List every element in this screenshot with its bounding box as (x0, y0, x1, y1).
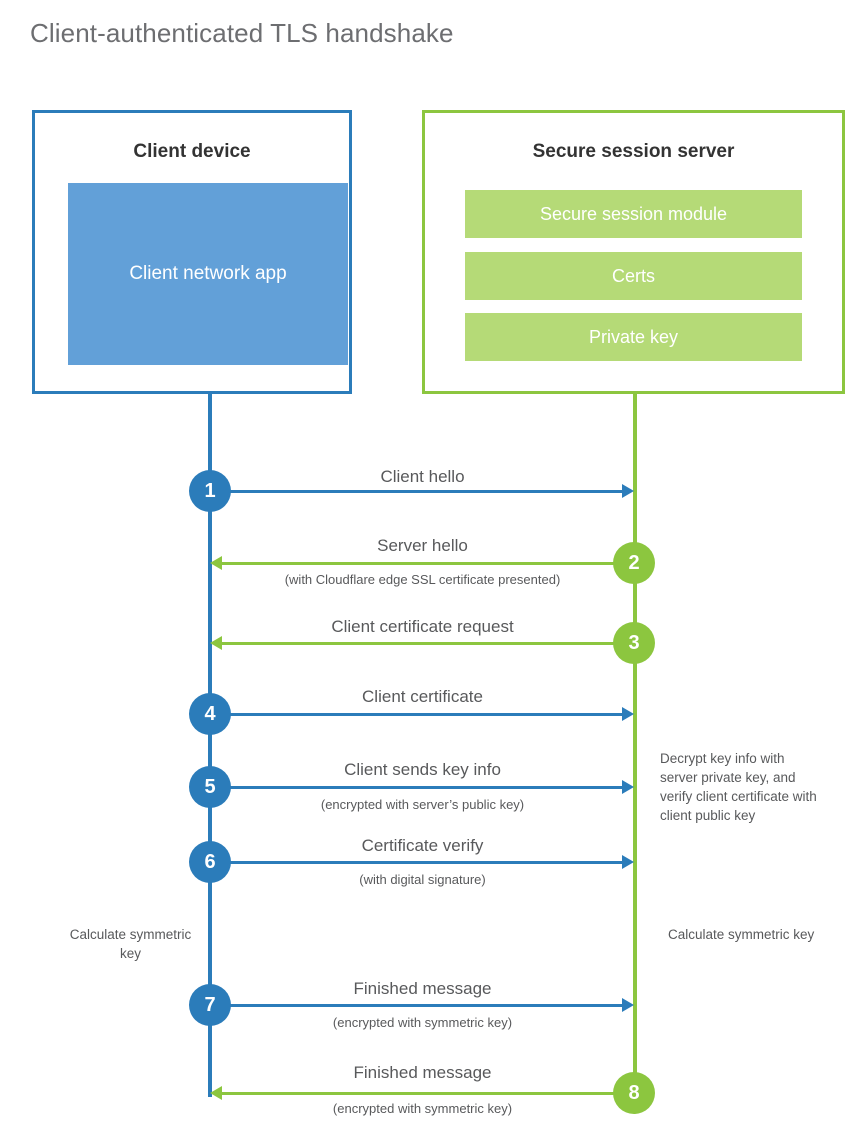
client-lifeline (208, 391, 212, 1097)
client-device-box: Client device Client network app (32, 110, 352, 394)
step-4-arrow-head (622, 707, 634, 721)
step-6-arrow-line (210, 861, 624, 864)
step-7-sublabel: (encrypted with symmetric key) (332, 1015, 513, 1030)
step-8-label: Finished message (353, 1063, 492, 1082)
step-7-label: Finished message (353, 979, 492, 998)
step-1-label: Client hello (380, 467, 465, 486)
step-8-badge[interactable]: 8 (613, 1072, 655, 1114)
step-6-badge[interactable]: 6 (189, 841, 231, 883)
step-5-arrow-line (210, 786, 624, 789)
step-2-badge[interactable]: 2 (613, 542, 655, 584)
step-6-label: Certificate verify (361, 836, 484, 855)
step-2-arrow-line (222, 562, 635, 565)
step-5-sublabel: (encrypted with server’s public key) (320, 797, 525, 812)
step-2-label: Server hello (377, 536, 468, 555)
server-component-certs: Certs (465, 252, 802, 300)
client-device-title: Client device (133, 141, 251, 162)
step-2-sublabel: (with Cloudflare edge SSL certificate pr… (284, 572, 561, 587)
step-8-arrow-head (210, 1086, 222, 1100)
step-8-arrow-line (222, 1092, 635, 1095)
step-7-arrow-line (210, 1004, 624, 1007)
step-3-label: Client certificate request (331, 617, 514, 636)
step-7-arrow-head (622, 998, 634, 1012)
step-3-arrow-head (210, 636, 222, 650)
step-6-arrow-head (622, 855, 634, 869)
step-8-sublabel: (encrypted with symmetric key) (332, 1101, 513, 1116)
server-component-private-key: Private key (465, 313, 802, 361)
step-4-arrow-line (210, 713, 624, 716)
step-4-badge[interactable]: 4 (189, 693, 231, 735)
step-5-arrow-head (622, 780, 634, 794)
step-4-label: Client certificate (362, 687, 483, 706)
step-1-badge[interactable]: 1 (189, 470, 231, 512)
server-decrypt-verify-note: Decrypt key info with server private key… (660, 751, 817, 824)
step-2-arrow-head (210, 556, 222, 570)
step-7-badge[interactable]: 7 (189, 984, 231, 1026)
server-calculate-symmetric-key-note: Calculate symmetric key (668, 927, 815, 942)
server-lifeline (633, 391, 637, 1093)
step-5-badge[interactable]: 5 (189, 766, 231, 808)
secure-session-server-title: Secure session server (532, 141, 735, 162)
server-component-secure-session-module: Secure session module (465, 190, 802, 238)
step-1-arrow-line (210, 490, 624, 493)
step-1-arrow-head (622, 484, 634, 498)
page-title: Client-authenticated TLS handshake (30, 18, 454, 48)
secure-session-server-box: Secure session server Secure session mod… (422, 110, 845, 394)
step-3-badge[interactable]: 3 (613, 622, 655, 664)
step-5-label: Client sends key info (344, 760, 501, 779)
client-network-app-block: Client network app (68, 183, 348, 365)
client-calculate-symmetric-key-note: Calculate symmetric key (69, 927, 192, 962)
step-3-arrow-line (222, 642, 635, 645)
step-6-sublabel: (with digital signature) (359, 872, 486, 887)
